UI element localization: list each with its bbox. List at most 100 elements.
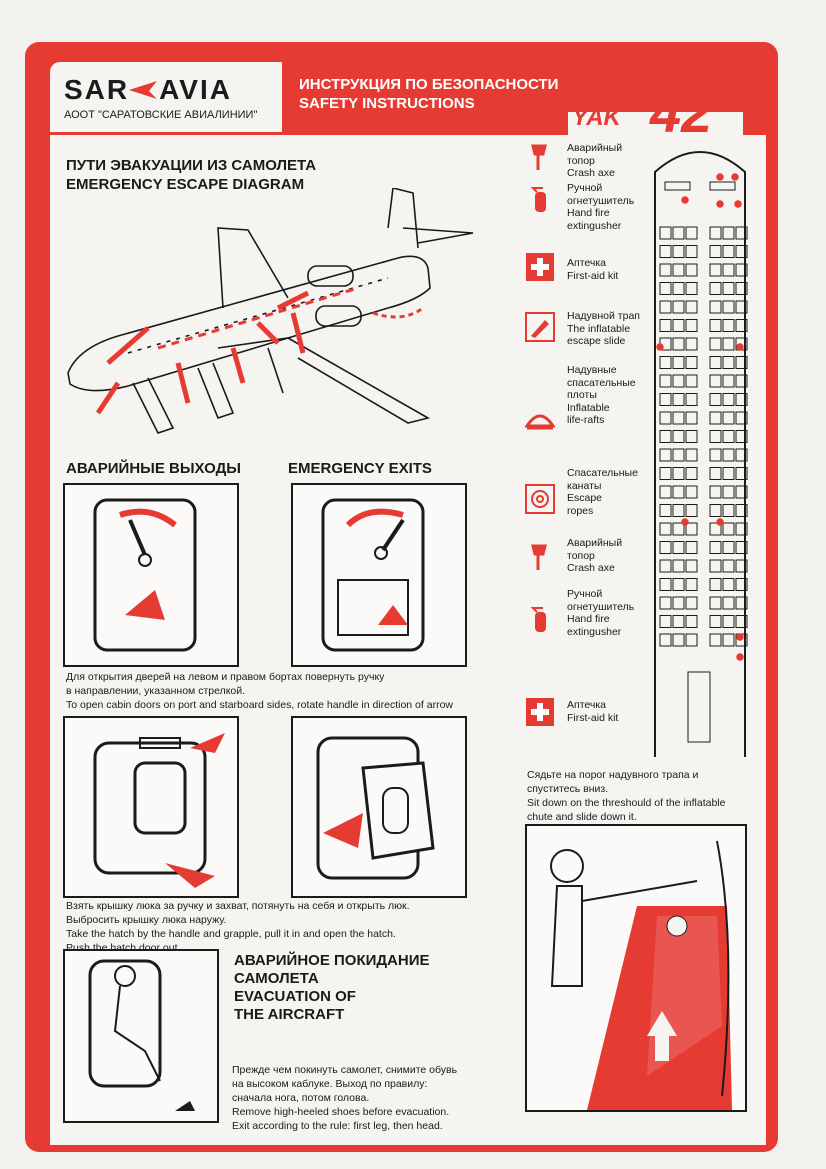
seat (709, 263, 722, 277)
seat (659, 578, 672, 591)
seat (722, 411, 735, 425)
seat (709, 300, 722, 314)
hatch-instruction-ru-1: Взять крышку люка за ручку и захват, пот… (66, 900, 410, 912)
seat (709, 596, 722, 610)
evacuation-title-en-1: EVACUATION OF (234, 988, 356, 1005)
seat (685, 541, 698, 554)
seat (685, 300, 698, 314)
seat (709, 578, 722, 591)
slide-text-ru-2: спуститесь вниз. (527, 783, 609, 795)
seat (709, 319, 722, 332)
seat (672, 374, 685, 388)
seat (722, 319, 735, 332)
seat (722, 559, 735, 573)
seat (672, 615, 685, 628)
seat (672, 226, 685, 240)
seat (722, 430, 735, 443)
seat (659, 411, 672, 425)
slide-icon (525, 312, 555, 342)
seat (672, 245, 685, 258)
seat (709, 393, 722, 406)
seat (685, 356, 698, 369)
evacuation-text-ru-2: на высоком каблуке. Выход по правилу: (232, 1078, 428, 1090)
seat (672, 448, 685, 462)
seat (722, 374, 735, 388)
hatch-instruction-en-1: Take the hatch by the handle and grapple… (66, 928, 396, 940)
seat (659, 504, 672, 517)
first-aid-icon (526, 698, 554, 726)
seat (685, 448, 698, 462)
hatch-instruction-ru-2: Выбросить крышку люка наружу. (66, 914, 227, 926)
seat (672, 282, 685, 295)
seat (659, 226, 672, 240)
seat (722, 337, 735, 351)
seat (659, 522, 672, 536)
seat (659, 356, 672, 369)
seat (722, 263, 735, 277)
slide-illustration (550, 840, 732, 1110)
port-door-panel (63, 483, 239, 667)
slide-text-en-2: chute and slide down it. (527, 811, 637, 823)
starboard-door-panel (291, 483, 467, 667)
seat (659, 467, 672, 480)
seat (672, 356, 685, 369)
seat (659, 393, 672, 406)
seat (735, 263, 748, 277)
seat (722, 282, 735, 295)
seat (709, 226, 722, 240)
first-aid-icon (526, 253, 554, 281)
seat (685, 245, 698, 258)
seat (735, 485, 748, 499)
seat (672, 300, 685, 314)
seat (709, 467, 722, 480)
seat (672, 430, 685, 443)
seat (709, 337, 722, 351)
seat (735, 541, 748, 554)
seat (672, 596, 685, 610)
seat (659, 541, 672, 554)
exits-title-en: EMERGENCY EXITS (288, 460, 432, 477)
seat (659, 282, 672, 295)
seat (685, 411, 698, 425)
seat (735, 356, 748, 369)
seat (672, 578, 685, 591)
seat (735, 319, 748, 332)
doors-instruction-en: To open cabin doors on port and starboar… (66, 699, 453, 711)
seat (722, 300, 735, 314)
seat (709, 485, 722, 499)
evacuation-title-ru-2: САМОЛЕТА (234, 970, 319, 987)
seat (672, 522, 685, 536)
seat (735, 504, 748, 517)
seat (735, 559, 748, 573)
seat (672, 559, 685, 573)
seat (685, 430, 698, 443)
seat (672, 393, 685, 406)
seat (659, 245, 672, 258)
seat (722, 226, 735, 240)
seat (709, 448, 722, 462)
seat (659, 615, 672, 628)
seat (685, 615, 698, 628)
seat (685, 226, 698, 240)
seat (722, 633, 735, 647)
seat (722, 541, 735, 554)
seat (735, 578, 748, 591)
seat (685, 504, 698, 517)
evacuation-title-en-2: THE AIRCRAFT (234, 1006, 345, 1023)
evacuation-text-en-2: Exit according to the rule: first leg, t… (232, 1120, 443, 1132)
escape-title-ru: ПУТИ ЭВАКУАЦИИ ИЗ САМОЛЕТА (66, 157, 317, 174)
aircraft-label: YAK (572, 104, 621, 131)
seat (735, 282, 748, 295)
seat (685, 522, 698, 536)
seat (735, 522, 748, 536)
evacuation-panel (63, 949, 219, 1123)
seat (709, 430, 722, 443)
evacuation-text-en-1: Remove high-heeled shoes before evacuati… (232, 1106, 450, 1118)
fire-extinguisher-icon (530, 187, 546, 212)
seat (709, 282, 722, 295)
